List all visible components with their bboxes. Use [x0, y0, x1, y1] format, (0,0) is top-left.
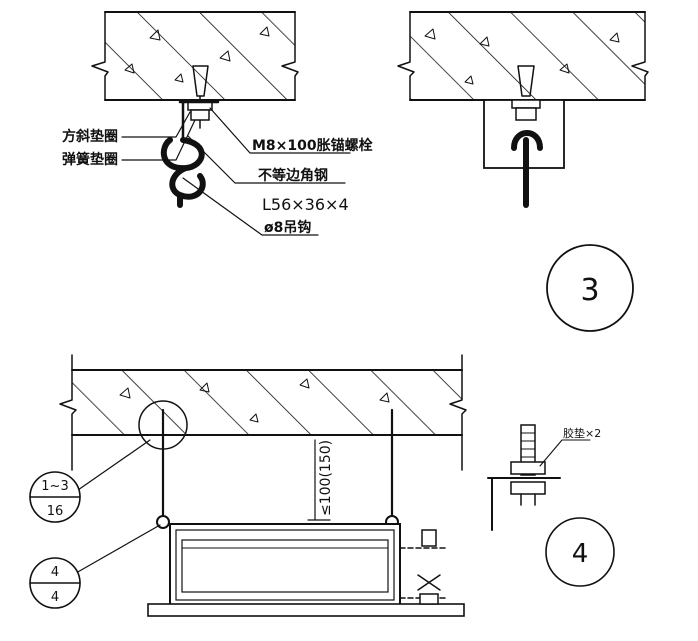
square-washer-label: 方斜垫圈: [62, 128, 118, 145]
dimension-line: ≤100(150): [307, 439, 334, 521]
detail-3-callout: 3: [546, 244, 634, 332]
distance-label: ≤100(150): [318, 440, 334, 516]
ref2-top-text: 4: [51, 565, 59, 580]
ref1-bottom-text: 16: [47, 504, 64, 519]
hook-left: [160, 137, 206, 208]
angle-steel-left: [178, 100, 220, 142]
fan-coil-unit: [147, 523, 465, 617]
rod-connection-detail: [487, 424, 591, 531]
slab-bottom: [59, 354, 467, 471]
slab-left: [91, 11, 299, 101]
angle-steel-size-label: L56×36×4: [262, 195, 349, 214]
hook-label: ø8吊钩: [264, 219, 311, 236]
ref1-top-text: 1~3: [41, 479, 68, 494]
reference-1: 1~3 16: [29, 439, 151, 523]
bracket-right: [483, 65, 565, 208]
slab-right: [397, 11, 649, 101]
ref2-bottom-text: 4: [51, 590, 59, 605]
reference-2: 4 4: [29, 524, 161, 609]
angle-steel-label: 不等边角钢: [258, 167, 328, 184]
spring-washer-label: 弹簧垫圈: [62, 151, 118, 168]
detail-4-callout: 4: [545, 517, 615, 587]
detail-3-number: 3: [580, 273, 599, 308]
leaders-left: [121, 107, 351, 236]
valves: [399, 529, 446, 605]
detail-circle-dashed: [138, 400, 188, 450]
expansion-bolt-label: M8×100胀锚螺栓: [252, 137, 373, 154]
washer-note-label: 胶垫×2: [563, 426, 601, 440]
detail-4-number: 4: [572, 539, 589, 569]
